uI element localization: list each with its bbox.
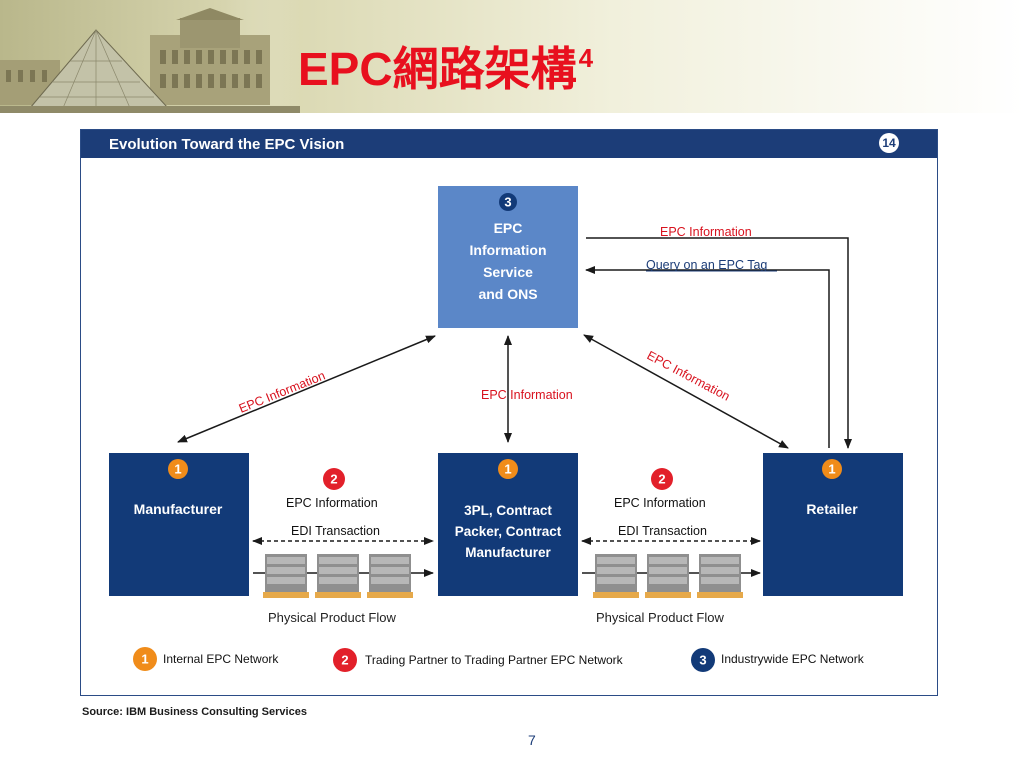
ons-label-line-2: Information bbox=[470, 242, 547, 258]
pallet-icon bbox=[367, 554, 413, 598]
figure-number-badge: 14 bbox=[879, 133, 899, 153]
ons-node: 3 EPC Information Service and ONS bbox=[438, 186, 578, 328]
ons-label-line-3: Service bbox=[483, 264, 533, 280]
legend: 1 Internal EPC Network 2 Trading Partner… bbox=[133, 647, 865, 672]
slide-title-superscript: 4 bbox=[578, 43, 594, 73]
partner-badge-right bbox=[651, 468, 673, 490]
figure-panel: Evolution Toward the EPC Vision 14 3 bbox=[80, 129, 938, 696]
ons-label-line-1: EPC bbox=[494, 220, 523, 236]
pallet-icon bbox=[645, 554, 691, 598]
arrow-ons-manufacturer bbox=[177, 335, 436, 443]
partner-badge-left bbox=[323, 468, 345, 490]
manufacturer-label: Manufacturer bbox=[134, 501, 223, 517]
manufacturer-badge-number: 1 bbox=[174, 462, 181, 477]
ons-badge bbox=[499, 193, 517, 211]
manufacturer-badge bbox=[168, 459, 188, 479]
threepl-label-line-3: Manufacturer bbox=[465, 545, 551, 560]
arrow-ons-retailer bbox=[583, 334, 789, 449]
pallet-icon bbox=[263, 554, 309, 598]
label-query-epc-tag: Query on an EPC Tag bbox=[646, 258, 767, 272]
threepl-badge bbox=[498, 459, 518, 479]
label-epc-info-right: EPC Information bbox=[614, 496, 706, 510]
figure-title: Evolution Toward the EPC Vision bbox=[109, 136, 345, 153]
label-edi-right: EDI Transaction bbox=[618, 524, 707, 538]
arrow-epc-information-to-retailer bbox=[586, 237, 852, 449]
slide-title-text: EPC網路架構 bbox=[298, 43, 577, 95]
retailer-node: 1 Retailer bbox=[763, 453, 903, 596]
legend-badge-internal bbox=[133, 647, 157, 671]
legend-badge-trading-number: 2 bbox=[341, 653, 348, 668]
label-physical-flow-right: Physical Product Flow bbox=[596, 610, 724, 625]
threepl-label-line-2: Packer, Contract bbox=[455, 524, 562, 539]
legend-label-trading: Trading Partner to Trading Partner EPC N… bbox=[365, 653, 624, 667]
label-epc-info-top: EPC Information bbox=[660, 225, 752, 239]
label-epc-info-threepl: EPC Information bbox=[481, 388, 573, 402]
label-epc-info-manufacturer: EPC Information bbox=[237, 368, 327, 415]
legend-badge-industrywide-number: 3 bbox=[699, 653, 706, 668]
louvre-banner-image bbox=[0, 0, 300, 113]
arrow-query-to-ons bbox=[585, 266, 830, 448]
page-number: 7 bbox=[528, 732, 536, 748]
legend-badge-industrywide bbox=[691, 648, 715, 672]
figure-title-bar: Evolution Toward the EPC Vision 14 bbox=[81, 130, 937, 158]
ons-label-line-4: and ONS bbox=[478, 286, 537, 302]
legend-badge-internal-number: 1 bbox=[141, 652, 148, 667]
retailer-badge-number: 1 bbox=[828, 462, 835, 477]
pallet-icon bbox=[593, 554, 639, 598]
legend-label-internal: Internal EPC Network bbox=[163, 652, 279, 666]
slide-header: EPC網路架構4 bbox=[0, 0, 1024, 113]
pallet-icon bbox=[315, 554, 361, 598]
legend-label-industrywide: Industrywide EPC Network bbox=[721, 652, 865, 666]
retailer-badge bbox=[822, 459, 842, 479]
ons-badge-number: 3 bbox=[504, 195, 511, 210]
label-edi-left: EDI Transaction bbox=[291, 524, 380, 538]
slide-title: EPC網路架構4 bbox=[298, 30, 593, 97]
threepl-node: 1 3PL, Contract Packer, Contract Manufac… bbox=[438, 453, 578, 596]
label-epc-info-left: EPC Information bbox=[286, 496, 378, 510]
label-physical-flow-left: Physical Product Flow bbox=[268, 610, 396, 625]
threepl-label-line-1: 3PL, Contract bbox=[464, 503, 552, 518]
figure-source: Source: IBM Business Consulting Services bbox=[82, 706, 307, 718]
partner-badge-left-number: 2 bbox=[330, 472, 337, 487]
partner-badge-right-number: 2 bbox=[658, 472, 665, 487]
legend-badge-trading bbox=[333, 648, 357, 672]
manufacturer-node: 1 Manufacturer bbox=[109, 453, 249, 596]
epc-network-diagram: 3 EPC Information Service and ONS 1 Manu… bbox=[109, 186, 903, 672]
threepl-badge-number: 1 bbox=[504, 462, 511, 477]
pallet-icon bbox=[697, 554, 743, 598]
retailer-label: Retailer bbox=[806, 501, 858, 517]
